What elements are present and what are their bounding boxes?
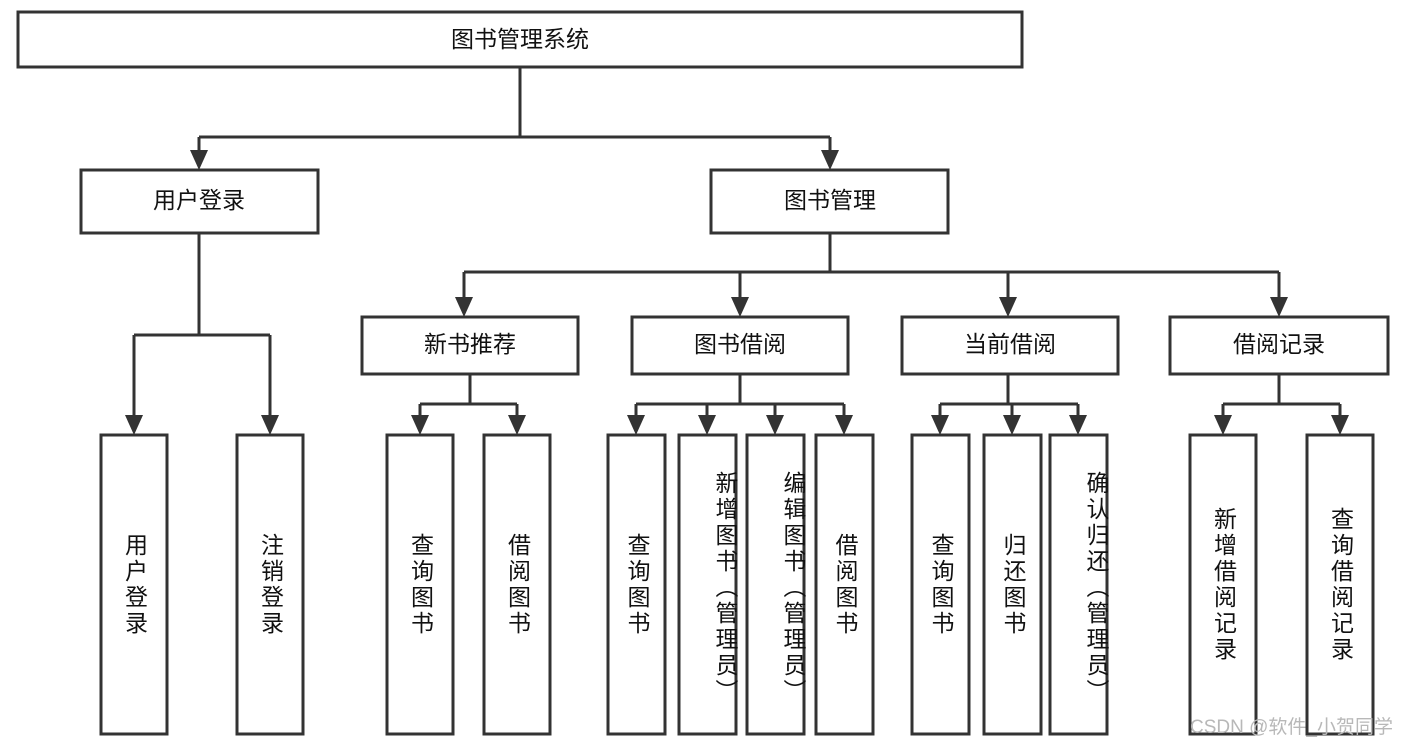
node-user-login[interactable]: 用户登录 bbox=[79, 168, 320, 235]
node-new-book-recommend-rect[interactable] bbox=[360, 315, 580, 376]
node-current-borrow-rect[interactable] bbox=[900, 315, 1120, 376]
edges-borrow-record-to-leaves bbox=[1214, 374, 1349, 435]
edges-book-manage-to-level3 bbox=[455, 233, 1288, 317]
node-leaf-query-book-cur-rect[interactable] bbox=[910, 433, 971, 736]
node-book-manage[interactable]: 图书管理 bbox=[709, 168, 950, 235]
node-leaf-logout-rect[interactable] bbox=[235, 433, 305, 736]
node-user-login-rect[interactable] bbox=[79, 168, 320, 235]
node-root[interactable]: 图书管理系统 bbox=[16, 10, 1024, 69]
node-leaf-query-book-bor-rect[interactable] bbox=[606, 433, 667, 736]
edges-root-to-level2 bbox=[190, 67, 839, 170]
arrow-leaf-query-record bbox=[1331, 415, 1349, 435]
edges-new-book-recommend-to-leaves bbox=[411, 374, 526, 435]
arrow-leaf-query-book-cur bbox=[931, 415, 949, 435]
node-root-label: 图书管理系统 bbox=[451, 26, 589, 52]
arrow-leaf-query-book-bor bbox=[627, 415, 645, 435]
arrow-book-manage bbox=[821, 150, 839, 170]
node-borrow-record[interactable]: 借阅记录 bbox=[1168, 315, 1390, 376]
node-leaf-add-record-rect[interactable] bbox=[1188, 433, 1258, 736]
edges-current-borrow-to-leaves bbox=[931, 374, 1087, 435]
node-leaf-return-book-rect[interactable] bbox=[982, 433, 1043, 736]
arrow-borrow-record bbox=[1270, 297, 1288, 317]
node-user-login-label: 用户登录 bbox=[153, 187, 245, 213]
node-borrow-record-rect[interactable] bbox=[1168, 315, 1390, 376]
edges-user-login-to-leaves bbox=[125, 233, 279, 435]
node-leaf-edit-book-rect[interactable] bbox=[745, 433, 806, 736]
arrow-leaf-add-record bbox=[1214, 415, 1232, 435]
node-root-rect[interactable] bbox=[16, 10, 1024, 69]
arrow-book-borrow bbox=[731, 297, 749, 317]
node-book-manage-rect[interactable] bbox=[709, 168, 950, 235]
leaf-boxes bbox=[99, 433, 1375, 736]
edges-book-borrow-to-leaves bbox=[627, 374, 853, 435]
arrow-leaf-borrow-book-rec bbox=[508, 415, 526, 435]
node-book-borrow-label: 图书借阅 bbox=[694, 331, 786, 357]
node-current-borrow-label: 当前借阅 bbox=[964, 331, 1056, 357]
node-book-manage-label: 图书管理 bbox=[784, 187, 876, 213]
node-book-borrow[interactable]: 图书借阅 bbox=[630, 315, 850, 376]
node-leaf-borrow-book-rec-rect[interactable] bbox=[482, 433, 552, 736]
node-borrow-record-label: 借阅记录 bbox=[1233, 331, 1325, 357]
csdn-watermark: CSDN @软件_小贺同学 bbox=[1190, 717, 1393, 738]
arrow-leaf-confirm-return bbox=[1069, 415, 1087, 435]
arrow-leaf-return-book bbox=[1003, 415, 1021, 435]
node-current-borrow[interactable]: 当前借阅 bbox=[900, 315, 1120, 376]
node-leaf-borrow-book-bor-rect[interactable] bbox=[814, 433, 875, 736]
node-leaf-confirm-return-rect[interactable] bbox=[1048, 433, 1109, 736]
node-leaf-query-record-rect[interactable] bbox=[1305, 433, 1375, 736]
node-new-book-recommend-label: 新书推荐 bbox=[424, 331, 516, 357]
node-leaf-add-book-rect[interactable] bbox=[677, 433, 738, 736]
arrow-current-borrow bbox=[999, 297, 1017, 317]
arrow-leaf-user-login bbox=[125, 415, 143, 435]
node-new-book-recommend[interactable]: 新书推荐 bbox=[360, 315, 580, 376]
arrow-leaf-query-book-rec bbox=[411, 415, 429, 435]
arrow-leaf-logout bbox=[261, 415, 279, 435]
arrow-leaf-add-book bbox=[698, 415, 716, 435]
arrow-user-login bbox=[190, 150, 208, 170]
arrow-leaf-edit-book bbox=[766, 415, 784, 435]
node-leaf-query-book-rec-rect[interactable] bbox=[385, 433, 455, 736]
node-book-borrow-rect[interactable] bbox=[630, 315, 850, 376]
arrow-leaf-borrow-book-bor bbox=[835, 415, 853, 435]
node-leaf-user-login-rect[interactable] bbox=[99, 433, 169, 736]
arrow-new-book-recommend bbox=[455, 297, 473, 317]
